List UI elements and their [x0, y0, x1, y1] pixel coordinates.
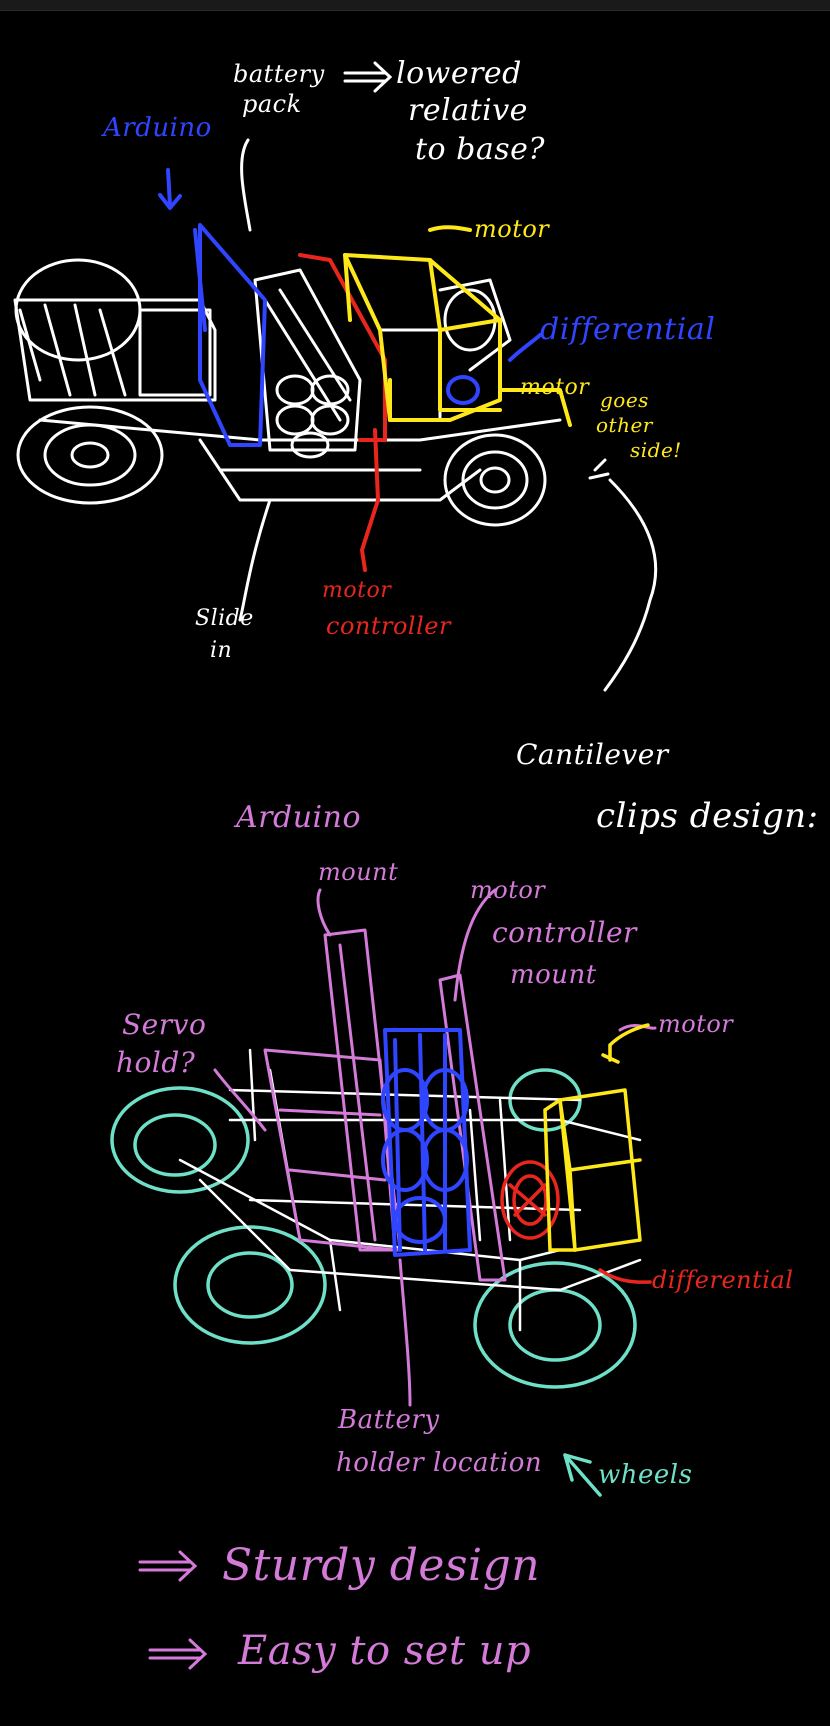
sketch2-motor-leader [601, 1023, 650, 1064]
sketch1-cantilever-line1: Cantilever [516, 738, 669, 771]
note-arrow-top [343, 61, 393, 93]
notes-arrows [138, 1550, 208, 1670]
app-top-bar [0, 0, 830, 11]
sketch2-arduino-label: Arduino [236, 800, 362, 835]
sketch1-goes-line1: goes [600, 388, 649, 412]
sketch1-arduino-board [158, 168, 542, 447]
sketch1-motor-leader [428, 225, 472, 232]
sketch2-battery-leader [398, 1258, 412, 1407]
sketch1-slide-in-leader [238, 498, 272, 622]
sketch1-slide-line2: in [210, 638, 233, 663]
sketch1-differential-gear [446, 375, 480, 405]
sketch2-rear-wheel [173, 1225, 327, 1345]
sketch2-controller-leader [453, 888, 497, 1002]
sketch1-battery-label-line2: pack [242, 90, 302, 118]
sketch1-differential-label: differential [540, 312, 716, 347]
sketch2-arduino-leader [316, 888, 332, 937]
sketch1-note-line3: to base? [415, 132, 545, 167]
sketch1-drawing [13, 138, 658, 692]
sketch1-goes-line3: side! [630, 438, 682, 462]
sketch1-differential-leader [508, 333, 542, 362]
sketch1-rear-wheel [16, 405, 164, 505]
sketch1-motor-label: motor [474, 215, 550, 243]
sketch2-controller-line2: controller [492, 916, 637, 949]
sketch2-wheels [110, 1068, 637, 1497]
sketch2-wheels-arrow [563, 1453, 602, 1497]
sketch1-goes-line2: other [596, 413, 653, 437]
sketch1-arduino-label: Arduino [103, 113, 212, 143]
sketch2-differential-label: differential [652, 1266, 794, 1294]
sketch1-controller-leader [360, 428, 380, 572]
sketch2-rear-wheel-top [110, 1086, 250, 1194]
sketch1-arduino-leader [158, 168, 182, 210]
sketch2-controller-line1: motor [470, 876, 546, 904]
sketch2-controller-line3: mount [510, 960, 597, 990]
sketch1-controller-line1: motor [322, 578, 392, 603]
note-bullet1: Sturdy design [222, 1540, 541, 1591]
sketch1-chassis [13, 138, 658, 692]
sketch1-cantilever-line2: clips design: [596, 796, 819, 836]
bullet1-arrow-icon [138, 1550, 198, 1582]
sketch1-note-line1: lowered [396, 56, 522, 91]
sketch1-motor-other-label: motor [520, 375, 590, 400]
sketch1-front-wheel [443, 433, 547, 527]
sketch2-front-wheel [473, 1261, 637, 1389]
sketch2-differential [500, 1160, 652, 1284]
sketch1-note-line2: relative [408, 93, 528, 128]
sketch2-battery-line1: Battery [338, 1405, 440, 1435]
sketch2-wheels-label: wheels [598, 1460, 693, 1490]
sketch2-battery-line2: holder location [336, 1448, 543, 1478]
sketch2-servo-line1: Servo [122, 1008, 207, 1041]
sketch2-servo-line2: hold? [116, 1046, 196, 1079]
sketch1-rear-wheel-top [14, 258, 142, 362]
bullet2-arrow-icon [148, 1638, 208, 1670]
sketch1-battery-leader [240, 138, 252, 232]
sketch1-motor-frame [343, 225, 572, 427]
sketch2-motor-label: motor [658, 1010, 734, 1038]
sketch2-differential-leader [598, 1268, 652, 1284]
sketch1-controller-line2: controller [326, 612, 451, 640]
note-arrow-icon [343, 61, 393, 93]
note-bullet2: Easy to set up [238, 1628, 532, 1674]
sketch2-arduino-mount-label: mount [318, 858, 399, 886]
sketch2-motor [543, 1023, 650, 1252]
sketch1-battery-label-line1: battery [233, 60, 325, 88]
sketch1-motor-controller [298, 253, 387, 572]
sketch2-battery-holder [381, 1028, 472, 1257]
sketch2-drawing [110, 888, 657, 1497]
sketch1-slide-line1: Slide [195, 606, 254, 631]
sketch1-cantilever-leader [603, 478, 658, 692]
